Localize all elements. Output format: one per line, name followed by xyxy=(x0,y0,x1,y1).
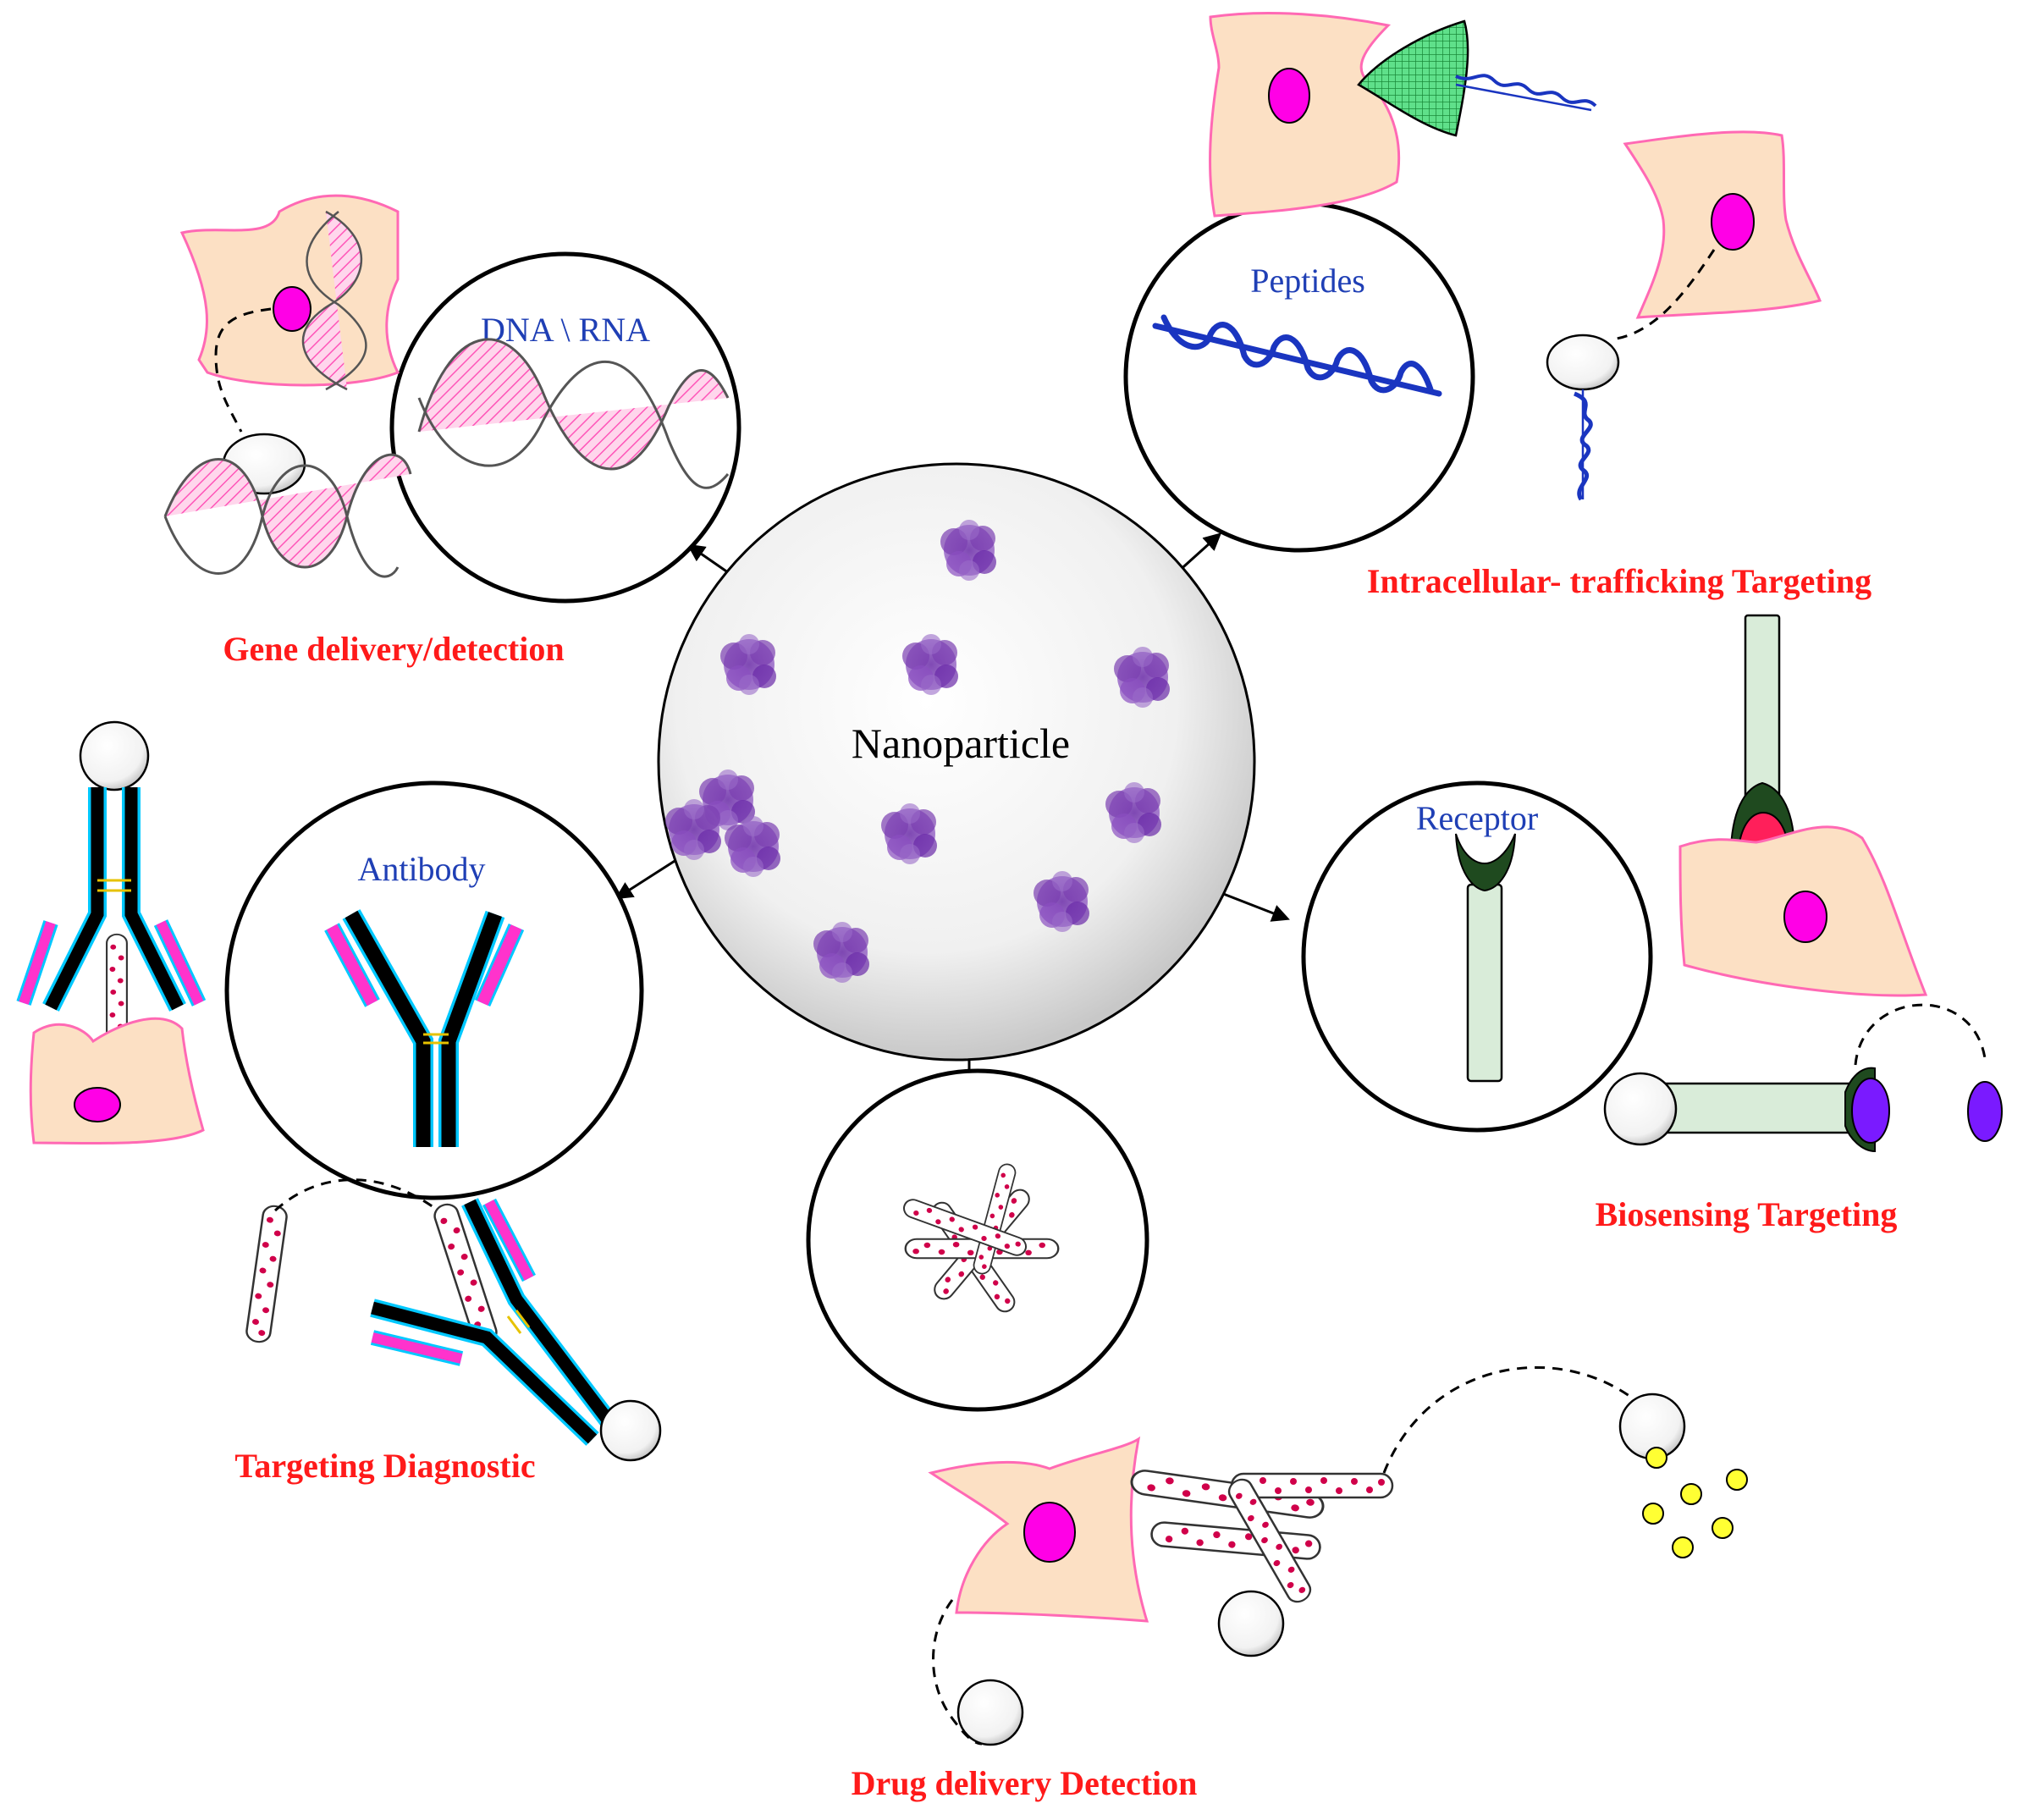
receptor-label: Receptor xyxy=(1416,799,1538,837)
analyte-blob-icon xyxy=(1851,1078,1890,1144)
receptor-icon xyxy=(1455,833,1516,1083)
receptor-circle: Receptor xyxy=(1301,780,1653,1133)
nucleus-icon xyxy=(1783,891,1827,943)
antibody-circle: Antibody xyxy=(224,780,644,1200)
gene-delivery-label: Gene delivery/detection xyxy=(223,630,564,668)
gene-delivery-cluster: Gene delivery/detection xyxy=(163,194,565,668)
nanoparticle-ball-icon xyxy=(956,1679,1024,1746)
cell-icon xyxy=(29,1017,205,1145)
antibody-cell-cluster xyxy=(16,720,207,1145)
center-label: Nanoparticle xyxy=(852,720,1070,767)
dna-in-cell-icon xyxy=(301,210,367,391)
nanoparticle-ball-icon xyxy=(599,1399,662,1462)
intracellular-label: Intracellular- trafficking Targeting xyxy=(1367,562,1871,600)
nanoparticle-ball-icon xyxy=(1546,334,1620,391)
nucleus-icon xyxy=(1268,68,1310,124)
drug-delivery-label: Drug delivery Detection xyxy=(852,1764,1198,1802)
targeting-diagnostic-cluster: Targeting Diagnostic xyxy=(234,1178,662,1485)
nucleus-icon xyxy=(1023,1502,1076,1563)
nucleus-icon xyxy=(1711,193,1755,251)
intracellular-cluster: Intracellular- trafficking Targeting xyxy=(1209,11,1871,600)
analyte-blob-icon xyxy=(1967,1081,2003,1142)
nanoparticle-ball-icon xyxy=(1217,1590,1285,1657)
dna-rna-label: DNA \ RNA xyxy=(481,311,650,349)
nanoparticle-ball-icon xyxy=(79,720,150,791)
peptide-ligand-icon xyxy=(1357,19,1469,137)
dna-rna-circle: DNA \ RNA xyxy=(389,251,741,604)
nucleus-icon xyxy=(74,1087,121,1122)
antibody-icon xyxy=(324,909,525,1147)
nanotube-bundle-icon xyxy=(1128,1467,1394,1608)
antibody-label: Antibody xyxy=(357,850,485,888)
peptide-helix-icon xyxy=(1152,314,1442,397)
drug-delivery-cluster: Drug delivery Detection xyxy=(852,1365,1748,1802)
released-drug-dots-icon xyxy=(1642,1447,1748,1558)
peptides-label: Peptides xyxy=(1250,262,1365,300)
biosensing-label: Biosensing Targeting xyxy=(1596,1195,1898,1233)
nucleus-icon xyxy=(273,286,311,332)
nanoparticle-ball-icon xyxy=(1603,1072,1678,1146)
drug-carrier-circle xyxy=(806,1068,1149,1412)
biosensing-cluster: Biosensing Targeting xyxy=(1596,614,2003,1233)
nanoparticle-sphere: Nanoparticle xyxy=(657,462,1256,1062)
dna-strand-icon xyxy=(163,453,412,578)
dna-helix-icon xyxy=(417,338,730,489)
targeting-diagnostic-label: Targeting Diagnostic xyxy=(234,1447,535,1485)
peptides-circle: Peptides xyxy=(1123,201,1475,553)
arrow-to-antibody xyxy=(615,855,682,900)
